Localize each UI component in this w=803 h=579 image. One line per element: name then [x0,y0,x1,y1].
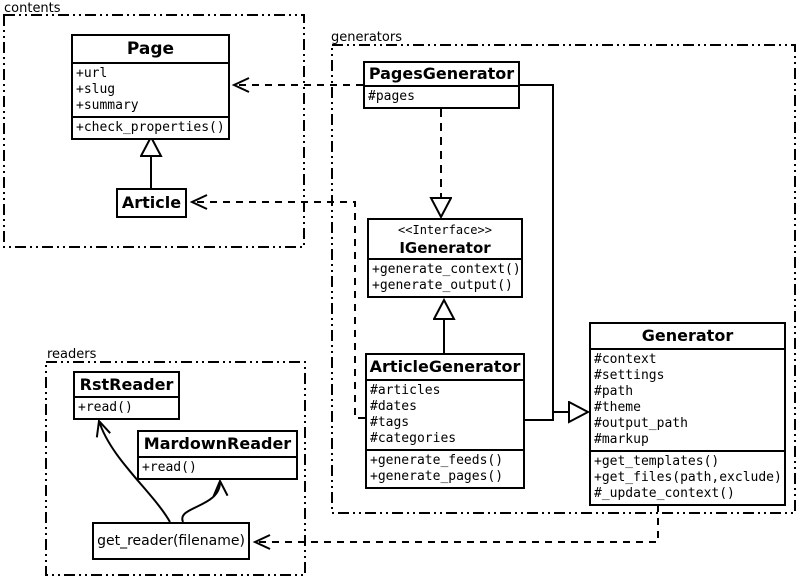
method-row: +generate_feeds() [370,453,504,468]
class-article-title: Article [121,193,182,212]
class-igenerator-stereotype: <<Interface>> [398,223,492,237]
edge-pagesgenerator-inherits-generator [519,84,569,412]
class-articlegenerator-title: ArticleGenerator [369,357,521,376]
method-row: +check_properties() [76,120,225,135]
class-pagesgenerator-attributes: #pages [365,85,518,107]
class-articlegenerator: ArticleGenerator #articles #dates #tags … [365,353,525,489]
class-page: Page +url +slug +summary +check_properti… [71,34,230,140]
class-articlegenerator-methods: +generate_feeds() +generate_pages() [367,449,523,487]
package-generators-label: generators [331,30,402,45]
class-igenerator-title: IGenerator [399,239,491,257]
edge-articlegenerator-depends-article [189,194,365,419]
class-rstreader-methods: +read() [75,396,178,418]
method-row: +generate_context() [372,262,521,277]
class-mardownreader-title: MardownReader [143,434,292,453]
class-pagesgenerator: PagesGenerator #pages [363,61,520,109]
attribute-row: #dates [370,399,417,414]
class-articlegenerator-attributes: #articles #dates #tags #categories [367,379,523,449]
attribute-row: #path [594,384,634,399]
method-row: +read() [142,460,197,475]
class-page-title: Page [126,39,175,59]
attribute-row: #context [594,352,657,367]
method-row: +generate_output() [372,278,513,293]
attribute-row: #output_path [594,416,688,431]
class-page-methods: +check_properties() [73,116,228,138]
class-pagesgenerator-title: PagesGenerator [368,64,515,83]
class-article: Article [116,188,187,218]
attribute-row: #pages [368,89,415,104]
class-rstreader-title: RstReader [79,375,174,394]
edge-getreader-to-rstreader [95,418,171,523]
class-generator-methods: +get_templates() +get_files(path,exclude… [591,450,784,504]
package-contents-label: contents [4,1,61,16]
class-mardownreader: MardownReader +read() [137,430,298,480]
attribute-row: #tags [370,415,410,430]
attribute-row: #settings [594,368,665,383]
method-row: #_update_context() [594,486,735,501]
class-igenerator-header: <<Interface>> IGenerator [369,220,521,258]
class-generator: Generator #context #settings #path #them… [589,322,786,506]
attribute-row: #theme [594,400,641,415]
method-row: +get_files(path,exclude) [594,470,782,485]
class-page-attributes: +url +slug +summary [73,62,228,116]
method-row: +generate_pages() [370,469,504,484]
package-contents-border [3,14,305,248]
method-row: +get_templates() [594,454,720,469]
attribute-row: #categories [370,431,457,446]
class-rstreader: RstReader +read() [73,371,180,420]
class-igenerator-methods: +generate_context() +generate_output() [369,258,521,296]
class-igenerator: <<Interface>> IGenerator +generate_conte… [367,218,523,298]
edge-articlegenerator-branch-generator [525,411,554,421]
package-readers-border [45,361,306,576]
attribute-row: +url [76,66,108,81]
class-generator-title: Generator [641,326,734,345]
package-generators-border [331,44,796,514]
package-readers-label: readers [47,347,97,362]
method-row: +read() [78,400,133,415]
edge-generator-depends-getreader [252,505,659,550]
attribute-row: +summary [76,98,139,113]
class-mardownreader-methods: +read() [139,456,296,478]
attribute-row: +slug [76,82,116,97]
edge-getreader-to-mardownreader [181,478,229,523]
attribute-row: #articles [370,383,441,398]
attribute-row: #markup [594,432,649,447]
node-get-reader: get_reader(filename) [92,522,250,560]
class-generator-attributes: #context #settings #path #theme #output_… [591,348,784,450]
